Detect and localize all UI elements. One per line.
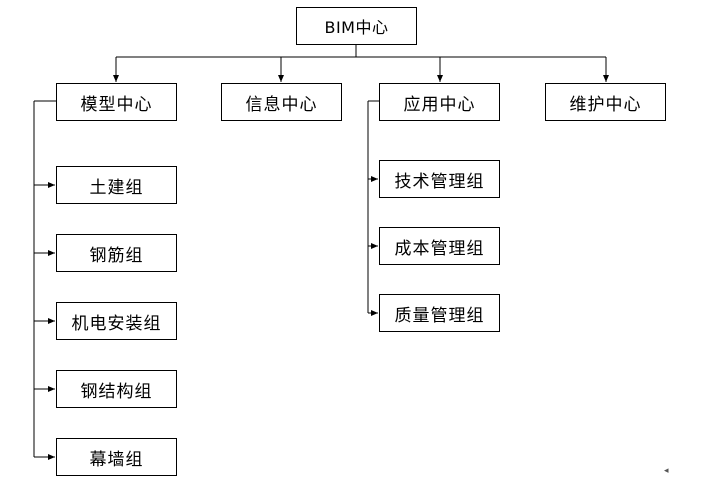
model-group-mep-node: 机电安装组 — [56, 302, 177, 340]
model-group-label: 钢筋组 — [89, 245, 144, 266]
model-center-node: 模型中心 — [56, 83, 177, 121]
app-center-node: 应用中心 — [379, 83, 500, 121]
model-group-curtain-wall-node: 幕墙组 — [56, 438, 177, 476]
bim-center-node: BIM中心 — [296, 7, 417, 45]
model-group-civil-node: 土建组 — [56, 166, 177, 204]
corner-mark: ◂ — [664, 466, 669, 476]
maint-center-node: 维护中心 — [545, 83, 666, 121]
info-center-node: 信息中心 — [221, 83, 342, 121]
app-group-label: 成本管理组 — [394, 238, 485, 259]
model-group-label: 机电安装组 — [71, 313, 162, 334]
model-group-label: 土建组 — [89, 177, 144, 198]
app-group-label: 技术管理组 — [394, 171, 485, 192]
app-group-quality-node: 质量管理组 — [379, 294, 500, 332]
maint-center-label: 维护中心 — [569, 94, 642, 115]
app-center-label: 应用中心 — [403, 94, 476, 115]
info-center-label: 信息中心 — [245, 94, 318, 115]
model-group-steel-node: 钢结构组 — [56, 370, 177, 408]
app-group-cost-node: 成本管理组 — [379, 227, 500, 265]
app-group-tech-node: 技术管理组 — [379, 160, 500, 198]
model-group-label: 钢结构组 — [80, 381, 153, 402]
model-group-rebar-node: 钢筋组 — [56, 234, 177, 272]
model-group-label: 幕墙组 — [89, 449, 144, 470]
app-group-label: 质量管理组 — [394, 305, 485, 326]
model-center-label: 模型中心 — [80, 94, 153, 115]
bim-center-label: BIM中心 — [324, 18, 389, 37]
